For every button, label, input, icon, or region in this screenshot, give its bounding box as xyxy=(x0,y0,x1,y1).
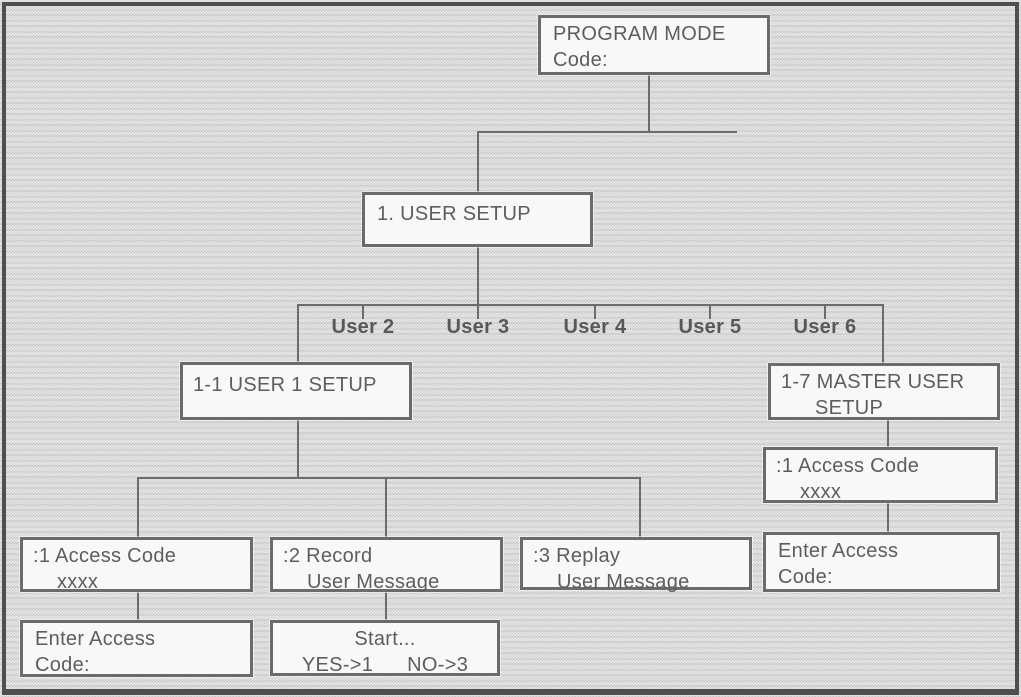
node-text: :3 Replay xyxy=(533,545,621,567)
no-option: NO->3 xyxy=(407,654,469,676)
connector-line xyxy=(887,501,889,534)
node-text: YES->1 NO->3 xyxy=(281,652,489,678)
node-text: Code: xyxy=(778,566,833,588)
branch-label-user2: User 2 xyxy=(331,316,395,338)
branch-label-user4: User 4 xyxy=(563,316,627,338)
node-enter-access-code-master: Enter Access Code: xyxy=(763,532,1000,592)
connector-line xyxy=(882,304,884,365)
connector-line xyxy=(477,131,479,193)
node-text: Start... xyxy=(354,628,416,650)
connector-line xyxy=(297,304,884,306)
connector-line xyxy=(297,420,299,479)
node-text: User Message xyxy=(307,571,440,593)
node-text: xxxx xyxy=(800,481,842,503)
branch-tick xyxy=(594,304,596,319)
node-master-user-setup: 1-7 MASTER USER SETUP xyxy=(768,363,1000,420)
node-access-code-master: :1 Access Code xxxx xyxy=(763,447,998,503)
connector-line xyxy=(137,477,139,539)
connector-line xyxy=(648,75,650,133)
node-user-setup: 1. USER SETUP xyxy=(362,192,593,247)
connector-line xyxy=(137,590,139,622)
node-text: Enter Access xyxy=(35,628,156,650)
node-text: xxxx xyxy=(57,571,99,593)
connector-line xyxy=(477,247,479,306)
node-text: SETUP xyxy=(815,397,884,419)
node-user1-setup: 1-1 USER 1 SETUP xyxy=(180,362,412,420)
node-text: :2 Record xyxy=(283,545,373,567)
node-text: User Message xyxy=(557,571,690,593)
branch-label-user3: User 3 xyxy=(446,316,510,338)
node-record-user-message: :2 Record User Message xyxy=(270,537,503,593)
connector-line xyxy=(385,590,387,622)
node-program-mode: PROGRAM MODE Code: xyxy=(538,15,770,75)
node-text: Code: xyxy=(553,49,608,71)
node-access-code-user1: :1 Access Code xxxx xyxy=(20,537,253,593)
node-replay-user-message: :3 Replay User Message xyxy=(520,537,752,593)
branch-tick xyxy=(477,304,479,319)
node-text: Enter Access xyxy=(778,540,899,562)
branch-label-user5: User 5 xyxy=(678,316,742,338)
connector-line xyxy=(887,418,889,449)
branch-tick xyxy=(824,304,826,319)
node-text: 1. USER SETUP xyxy=(377,203,531,225)
node-text: PROGRAM MODE xyxy=(553,23,726,45)
node-text: :1 Access Code xyxy=(776,455,920,477)
node-text: :1 Access Code xyxy=(33,545,177,567)
branch-label-user6: User 6 xyxy=(793,316,857,338)
connector-line xyxy=(137,477,641,479)
node-text: 1-7 MASTER USER xyxy=(781,371,965,393)
node-enter-access-code-user1: Enter Access Code: xyxy=(20,620,253,677)
node-text: Code: xyxy=(35,654,90,676)
connector-line xyxy=(297,304,299,364)
connector-line xyxy=(639,477,641,539)
yes-option: YES->1 xyxy=(301,654,374,676)
node-text: 1-1 USER 1 SETUP xyxy=(193,374,377,396)
branch-tick xyxy=(362,304,364,319)
connector-line xyxy=(477,131,737,133)
connector-line xyxy=(385,477,387,539)
branch-tick xyxy=(709,304,711,319)
node-start-prompt: Start... YES->1 NO->3 xyxy=(270,620,500,676)
